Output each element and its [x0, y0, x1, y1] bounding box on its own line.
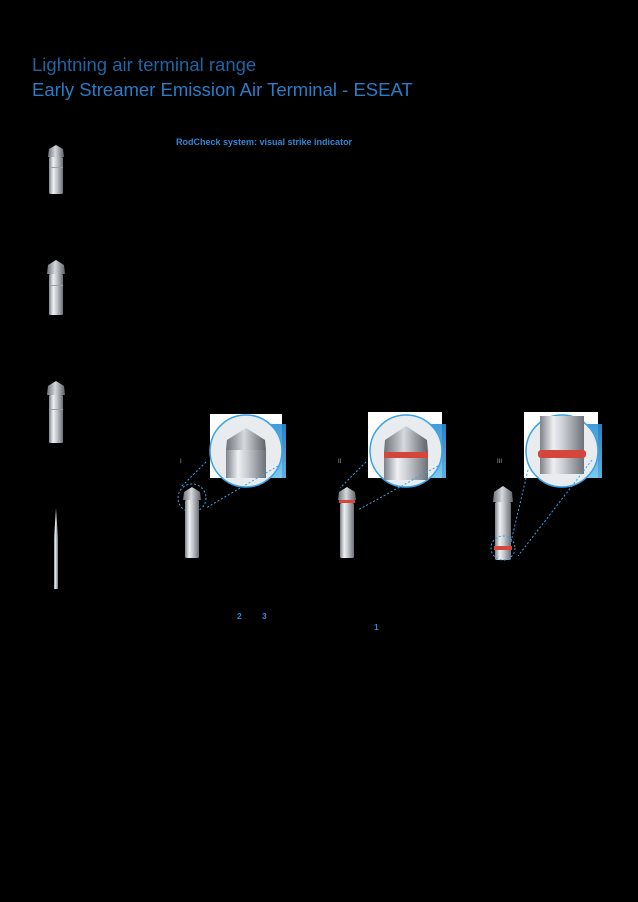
product-eseat-3	[44, 381, 68, 445]
footnote-ref-2: 2	[237, 611, 242, 621]
page-title-line1: Lightning air terminal range	[32, 54, 257, 75]
section-subheading: RodCheck system: visual strike indicator	[176, 137, 353, 147]
stage-2-marker: II	[338, 459, 342, 465]
stage-3-marker: III	[497, 459, 503, 465]
page-title-line2: Early Streamer Emission Air Terminal - E…	[32, 79, 413, 100]
stage-2-diagram	[330, 410, 460, 562]
footnote-ref-1: 1	[374, 622, 379, 632]
stage-1-marker: I	[180, 459, 182, 465]
product-conventional-rod	[52, 508, 60, 590]
product-eseat-2	[44, 260, 68, 316]
stage-3-diagram	[488, 410, 618, 570]
footnote-ref-3: 3	[262, 611, 267, 621]
stage-1-diagram	[170, 410, 300, 562]
product-eseat-1	[44, 145, 68, 195]
